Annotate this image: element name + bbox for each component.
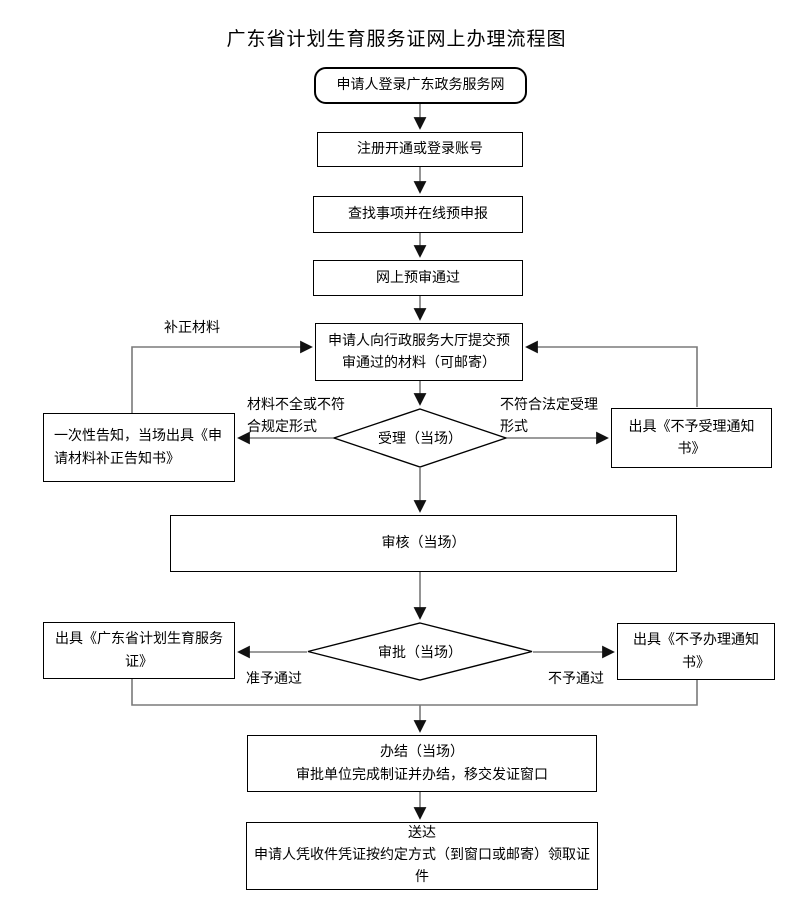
node-accept-label: 受理（当场） xyxy=(378,431,462,447)
node-review-label: 审核（当场） xyxy=(381,535,466,552)
node-reject-accept: 出具《不予受理通知书》 xyxy=(611,408,772,468)
node-deliver-line2: 申请人凭收件凭证按约定方式（到窗口或邮寄）领取证件 xyxy=(254,847,590,885)
node-search: 查找事项并在线预申报 xyxy=(313,196,523,233)
node-reject-accept-label: 出具《不予受理通知书》 xyxy=(628,418,755,457)
node-approve-decision: 审批（当场） xyxy=(307,622,533,681)
node-submit-label: 申请人向行政服务大厅提交预审通过的材料（可邮寄） xyxy=(328,332,510,371)
edge-label-not-statutory: 不符合法定受理形式 xyxy=(500,397,598,435)
node-reject-handle-label: 出具《不予办理通知书》 xyxy=(633,632,759,671)
node-issue-cert: 出具《广东省计划生育服务证》 xyxy=(43,622,235,679)
node-preapprove: 网上预审通过 xyxy=(313,260,523,296)
page-title: 广东省计划生育服务证网上办理流程图 xyxy=(226,28,567,50)
node-review: 审核（当场） xyxy=(170,515,677,572)
node-accept-decision: 受理（当场） xyxy=(333,408,507,468)
node-preapprove-label: 网上预审通过 xyxy=(376,269,460,286)
node-deliver: 送达 申请人凭收件凭证按约定方式（到窗口或邮寄）领取证件 xyxy=(246,822,598,890)
diamond-shape xyxy=(307,622,533,681)
node-search-label: 查找事项并在线预申报 xyxy=(348,206,488,223)
node-notify-fix: 一次性告知，当场出具《申请材料补正告知书》 xyxy=(43,413,235,482)
edge-merge-line xyxy=(131,679,698,706)
node-finish: 办结（当场） 审批单位完成制证并办结，移交发证窗口 xyxy=(247,735,597,792)
node-start: 申请人登录广东政务服务网 xyxy=(314,67,527,104)
diamond-shape xyxy=(333,408,507,468)
node-approve-label: 审批（当场） xyxy=(378,644,462,661)
node-finish-line2: 审批单位完成制证并办结，移交发证窗口 xyxy=(296,766,548,783)
edge-label-approved: 准予通过 xyxy=(246,671,302,687)
node-start-label: 申请人登录广东政务服务网 xyxy=(336,77,505,94)
node-reject-handle: 出具《不予办理通知书》 xyxy=(617,623,775,680)
node-notify-fix-label: 一次性告知，当场出具《申请材料补正告知书》 xyxy=(54,428,222,467)
edge-label-incomplete: 材料不全或不符合规定形式 xyxy=(247,397,345,435)
node-submit: 申请人向行政服务大厅提交预审通过的材料（可邮寄） xyxy=(315,323,523,381)
node-register-label: 注册开通或登录账号 xyxy=(357,141,483,158)
edge-label-fix-materials: 补正材料 xyxy=(164,320,220,336)
node-issue-cert-label: 出具《广东省计划生育服务证》 xyxy=(55,631,223,670)
node-deliver-line1: 送达 xyxy=(408,825,436,842)
node-register: 注册开通或登录账号 xyxy=(317,132,523,167)
edge-label-denied: 不予通过 xyxy=(548,671,604,687)
node-finish-line1: 办结（当场） xyxy=(380,744,464,761)
